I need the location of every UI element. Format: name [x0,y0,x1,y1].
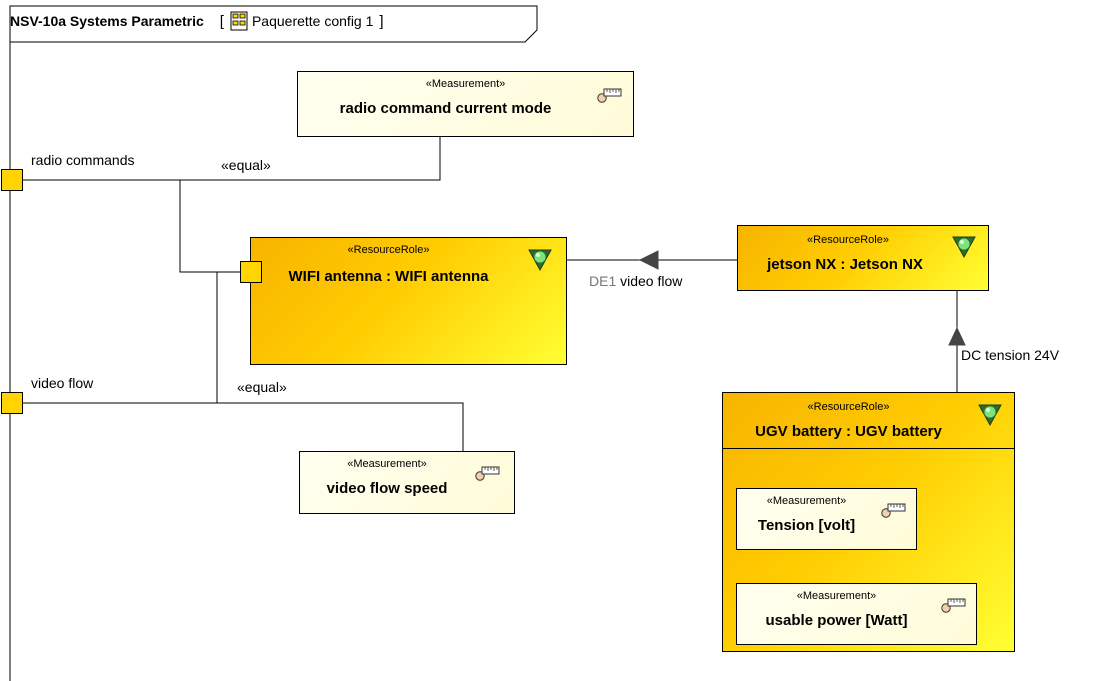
port-radio-commands[interactable] [1,169,23,191]
stereotype-label: «Measurement» [766,495,847,507]
de1-video-flow-label: DE1 video flow [589,273,682,289]
dc-tension-label: DC tension 24V [961,347,1060,363]
ruler-icon [881,503,906,518]
port-video-flow[interactable] [1,392,23,414]
block-name: jetson NX : Jetson NX [767,256,923,273]
measurement-usable-power[interactable]: «Measurement» usable power [Watt] [736,583,977,645]
block-name: Tension [volt] [757,517,856,534]
resource-jetson-nx[interactable]: «ResourceRole» jetson NX : Jetson NX [737,225,989,291]
port-wifi-antenna[interactable] [240,261,262,283]
compartment-divider [723,448,1014,449]
dc-tension-arrowhead [948,326,966,346]
de1-id: DE1 [589,273,617,289]
diagram-frame [9,5,538,681]
stereotype-label: «ResourceRole» [807,401,890,413]
frame-bracket-open: [ [219,12,224,30]
de1-name: video flow [620,273,683,289]
measurement-radio-command-current-mode[interactable]: «Measurement» radio command current mode [297,71,634,137]
stereotype-label: «ResourceRole» [807,234,889,246]
block-name: video flow speed [326,480,448,497]
block-name: radio command current mode [339,100,552,117]
frame-tab: NSV-10a Systems Parametric [ Paquerette … [10,6,390,36]
block-name: UGV battery : UGV battery [755,423,942,440]
frame-title: NSV-10a Systems Parametric [10,13,204,29]
frame-bracket-close: ] [379,12,384,30]
equal-label-bottom: «equal» [237,379,287,395]
block-name: usable power [Watt] [765,612,908,629]
port-label-radio-commands: radio commands [31,152,135,168]
stereotype-label: «Measurement» [796,590,877,602]
frame-reference[interactable]: Paquerette config 1 [251,13,374,29]
ruler-icon [475,466,500,481]
stereotype-label: «Measurement» [425,78,506,90]
green-indicator-icon [528,249,552,272]
ruler-icon [597,88,622,103]
video-flow-arrowhead [638,250,659,270]
port-label-video-flow: video flow [31,375,94,391]
stereotype-label: «ResourceRole» [347,244,430,256]
resource-ugv-battery[interactable]: «ResourceRole» UGV battery : UGV battery… [722,392,1015,652]
green-indicator-icon [978,404,1002,427]
measurement-video-flow-speed[interactable]: «Measurement» video flow speed [299,451,515,514]
ruler-icon [941,598,966,613]
diagram-icon [230,11,248,31]
resource-wifi-antenna[interactable]: «ResourceRole» WIFI antenna : WIFI anten… [250,237,567,365]
measurement-tension[interactable]: «Measurement» Tension [volt] [736,488,917,550]
equal-label-top: «equal» [221,157,271,173]
green-indicator-icon [952,236,976,259]
stereotype-label: «Measurement» [347,458,427,470]
block-name: WIFI antenna : WIFI antenna [288,268,489,285]
